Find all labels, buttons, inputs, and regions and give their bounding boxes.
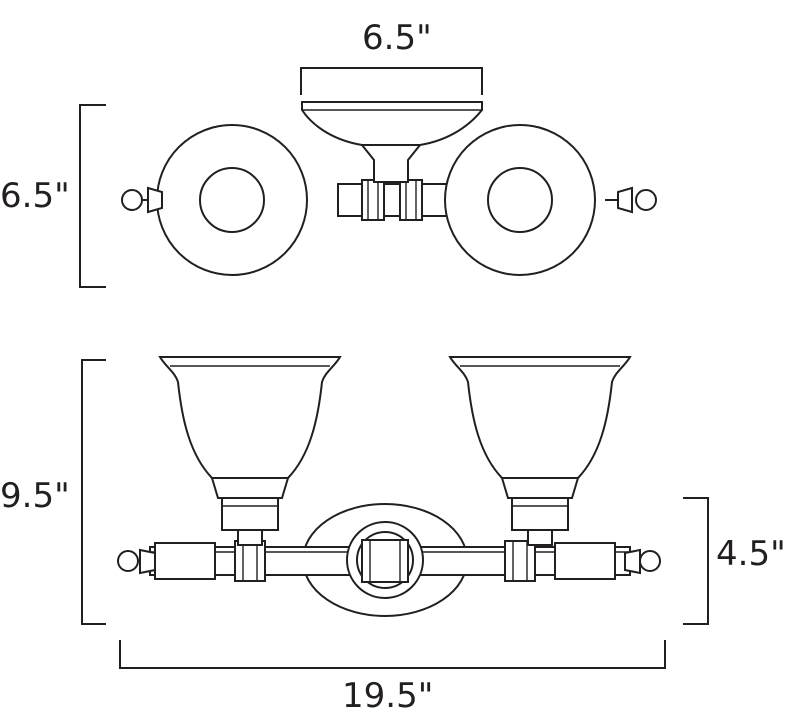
right-shade <box>448 356 632 546</box>
top-width-bracket <box>300 67 483 95</box>
top-depth-label: 6.5" <box>0 176 70 216</box>
left-shade <box>158 356 342 546</box>
backplate-height-label: 4.5" <box>716 534 786 574</box>
backplate-bracket <box>683 497 709 625</box>
height-bracket <box>81 359 106 625</box>
top-width-label: 6.5" <box>362 18 432 58</box>
overall-height-label: 9.5" <box>0 476 70 516</box>
width-bracket <box>119 640 666 669</box>
top-view <box>121 101 657 276</box>
overall-width-label: 19.5" <box>342 676 434 716</box>
top-depth-bracket <box>79 104 106 288</box>
front-view <box>117 356 661 617</box>
